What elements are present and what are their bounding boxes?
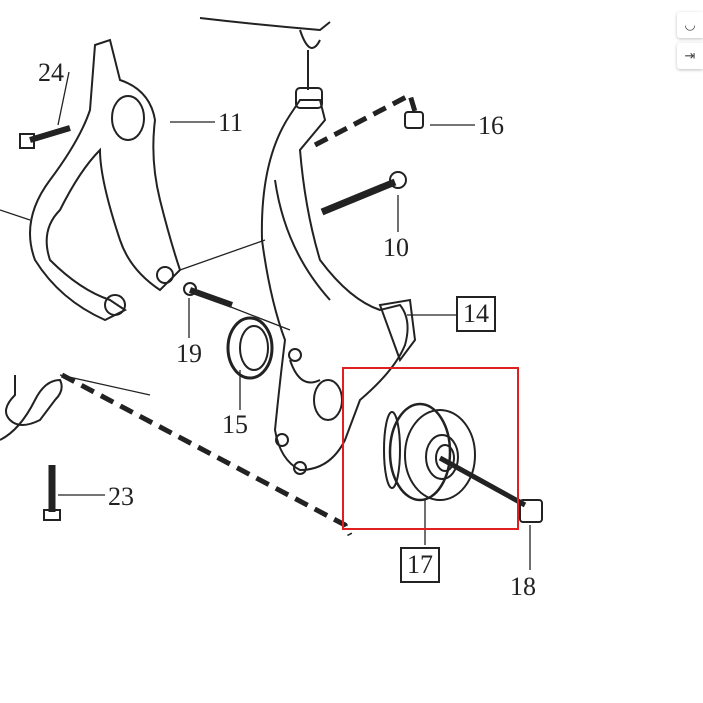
bracket-14 xyxy=(378,298,417,363)
steering-knuckle xyxy=(260,99,409,472)
bolt-19 xyxy=(183,282,234,308)
rotate-icon: ◡ xyxy=(684,17,696,33)
upper-arm xyxy=(199,17,331,32)
assembly-line-top xyxy=(313,91,419,148)
callout-11: 11 xyxy=(218,108,244,137)
callout-10: 10 xyxy=(383,233,409,262)
callout-16: 16 xyxy=(478,111,504,140)
bolt-18 xyxy=(438,455,543,523)
callout-24: 24 xyxy=(38,58,64,87)
callout-18: 18 xyxy=(510,572,536,601)
collapse-right-icon: ⇥ xyxy=(684,48,696,64)
bolt-24 xyxy=(19,125,71,149)
callout-17: 17 xyxy=(400,547,440,583)
ball-joint-top xyxy=(299,29,321,90)
assembly-line-bottom xyxy=(60,372,353,537)
callout-14: 14 xyxy=(456,296,496,332)
nut-16 xyxy=(404,111,424,129)
highlight-box xyxy=(342,367,519,530)
lower-ball-joint xyxy=(0,375,63,441)
callout-23: 23 xyxy=(108,482,134,511)
abs-ring xyxy=(226,316,274,380)
rotate-button[interactable]: ◡ xyxy=(677,12,703,38)
collapse-button[interactable]: ⇥ xyxy=(677,43,703,69)
bolt-10 xyxy=(320,171,407,216)
callout-19: 19 xyxy=(176,339,202,368)
knuckle-bracket xyxy=(29,38,182,322)
bolt-23 xyxy=(43,465,61,521)
callout-15: 15 xyxy=(222,410,248,439)
hub-bearing xyxy=(383,402,476,502)
